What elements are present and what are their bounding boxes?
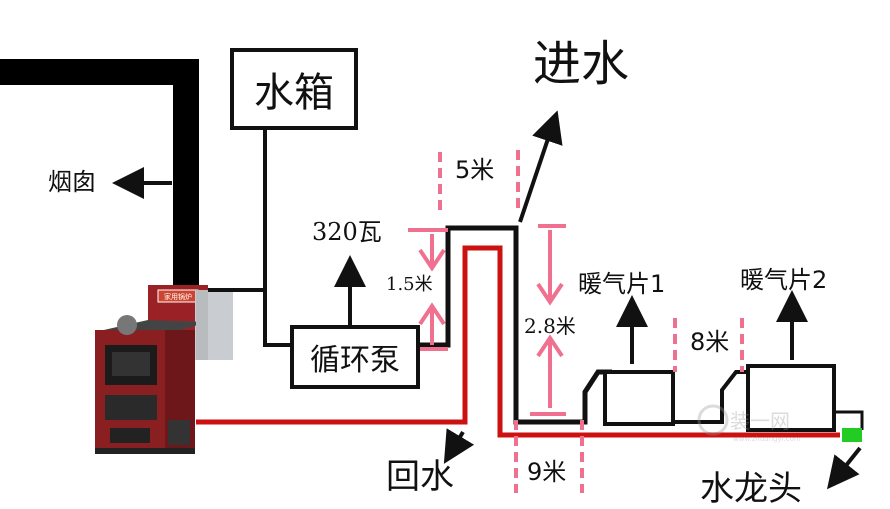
dist-9m-label: 9米 xyxy=(527,458,567,486)
faucet-label: 水龙头 xyxy=(700,469,802,509)
inlet-arrow xyxy=(518,110,563,223)
water-tank-box: 水箱 xyxy=(230,48,358,130)
return-pipe xyxy=(196,245,840,438)
radiator2-outlet-pipe xyxy=(830,372,864,430)
power-label: 320瓦 xyxy=(312,218,382,246)
chimney-pipe xyxy=(0,59,199,292)
diagram-lines: 家用锅炉 xyxy=(0,59,864,493)
pump-label: 循环泵 xyxy=(310,343,400,378)
pump-box: 循环泵 xyxy=(290,325,420,389)
dist-8m-label: 8米 xyxy=(690,328,730,356)
tank-feed-pipe xyxy=(263,130,292,347)
heating-system-diagram: 家用锅炉 xyxy=(0,36,864,506)
water-tank-label: 水箱 xyxy=(254,70,334,116)
faucet-arrow xyxy=(827,446,862,490)
dist-1-5m-label: 1.5米 xyxy=(386,274,433,295)
dist-5m-label: 5米 xyxy=(455,156,495,184)
return-water-label: 回水 xyxy=(386,457,454,497)
dimension-marks xyxy=(408,150,744,493)
supply-pipe-riser xyxy=(420,225,612,425)
watermark-logo-icon: 装一网 www.zhuangyi.com xyxy=(697,404,801,443)
radiator-1 xyxy=(603,370,675,426)
svg-text:装一网: 装一网 xyxy=(730,409,790,433)
radiator-2 xyxy=(746,364,836,432)
dist-2-8m-label: 2.8米 xyxy=(524,314,576,338)
water-inlet-label: 进水 xyxy=(533,36,630,92)
svg-text:www.zhuangyi.com: www.zhuangyi.com xyxy=(733,435,801,443)
faucet-valve-icon xyxy=(842,428,862,442)
stove-icon xyxy=(95,285,233,454)
stove-panel-text: 家用锅炉 xyxy=(164,292,192,301)
return-arrow xyxy=(443,428,475,464)
radiator-2-label: 暖气片2 xyxy=(740,266,828,294)
chimney-label: 烟囱 xyxy=(48,168,96,196)
radiator-1-label: 暖气片1 xyxy=(578,270,666,298)
